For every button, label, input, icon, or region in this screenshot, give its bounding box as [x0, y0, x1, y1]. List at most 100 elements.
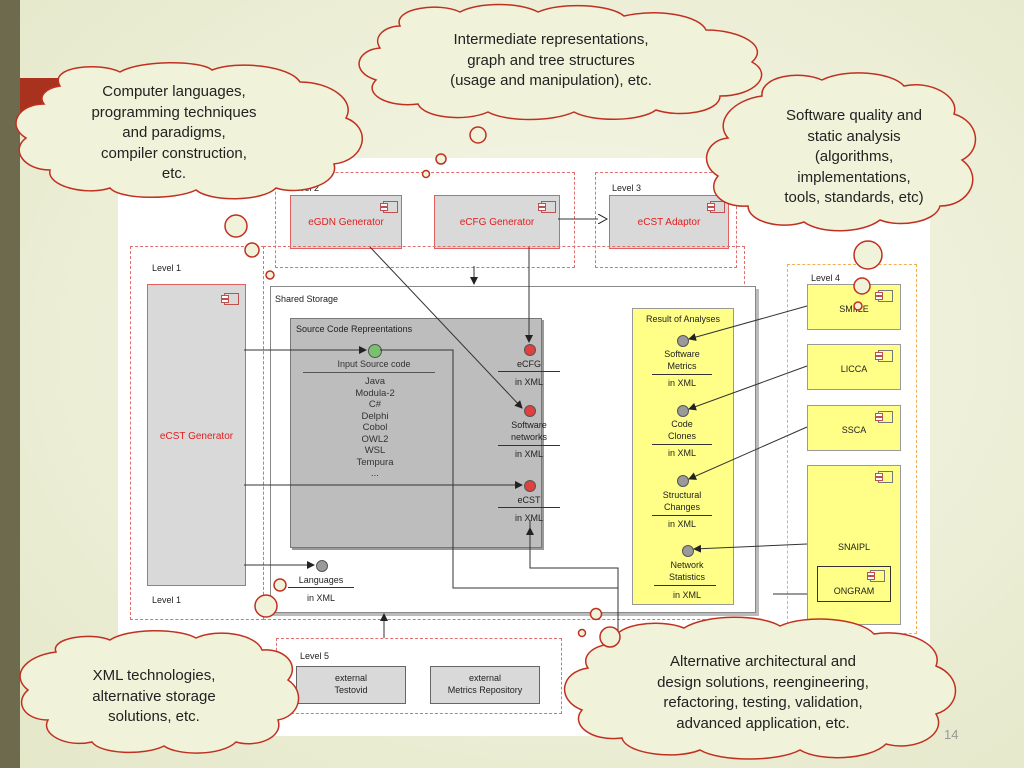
ecfg-node — [524, 344, 536, 356]
level1-bottom-label: Level 1 — [152, 595, 182, 605]
result-item-line2: Changes — [663, 502, 701, 512]
component-icon — [875, 290, 893, 302]
component-icon — [707, 201, 725, 213]
code-clones-node — [677, 405, 689, 417]
page-number: 14 — [944, 727, 959, 742]
input-source-label: Input Source code — [337, 359, 411, 369]
external-metrics-repo-line1: external — [468, 673, 502, 683]
cloud-line: implementations, — [797, 168, 911, 186]
cloud-line: Software quality and — [786, 107, 922, 124]
result-item-format: in XML — [667, 519, 696, 529]
cloud-line: etc. — [161, 165, 187, 182]
cloud-line: Computer languages, — [102, 83, 246, 100]
level5-label: Level 5 — [300, 651, 330, 661]
software-networks-name-line2: networks — [510, 432, 547, 442]
cloud-bubble — [589, 607, 603, 621]
software-networks-node — [524, 405, 536, 417]
cloud-line: and paradigms, — [122, 124, 226, 141]
software-metrics-node — [677, 335, 689, 347]
result-item-line1: Structural — [662, 490, 702, 500]
result-item-code-clones: Code Clones — [647, 418, 717, 442]
ecst-adaptor-label: eCST Adaptor — [637, 217, 701, 228]
cloud-shape-bottom-left — [19, 630, 300, 754]
language-item: WSL — [364, 445, 386, 456]
result-item-line2: Clones — [667, 431, 696, 441]
cloud-bubble — [244, 242, 260, 258]
licca-box: LICCA — [807, 344, 901, 390]
ongram-box: ONGRAM — [817, 566, 891, 602]
ecfg-name: eCFG — [516, 359, 541, 369]
cloud-line: static analysis — [807, 127, 901, 145]
result-item-format: in XML — [672, 590, 701, 600]
structural-changes-node — [677, 475, 689, 487]
level3-label: Level 3 — [612, 183, 642, 193]
cloud-line: tools, standards, etc) — [784, 189, 924, 206]
result-item-structural-changes: Structural Changes — [647, 489, 717, 513]
component-icon — [538, 201, 556, 213]
cloud-shape-bottom-right — [564, 616, 957, 760]
languages-name: Languages — [298, 575, 344, 585]
cloud-line: design solutions, reengineering, — [657, 673, 869, 691]
cloud-text-right: Software quality and static analysis (al… — [744, 106, 964, 209]
result-item-line1: Software — [664, 349, 700, 359]
ecst-node — [524, 480, 536, 492]
result-item-format: in XML — [667, 448, 696, 458]
cloud-text-bottom-right: Alternative architectural and design sol… — [608, 652, 918, 734]
language-item: ... — [371, 468, 379, 479]
cloud-bubble — [265, 270, 275, 280]
languages-node — [316, 560, 328, 572]
cloud-bubble — [853, 240, 883, 270]
component-icon — [221, 293, 239, 305]
language-item: Cobol — [362, 422, 388, 433]
cloud-bubble — [599, 626, 621, 648]
left-accent-bar — [0, 0, 20, 768]
cloud-text-top-center: Intermediate representations, graph and … — [396, 30, 706, 92]
divider — [498, 371, 560, 372]
shared-storage-title: Shared Storage — [275, 294, 339, 304]
language-item: C# — [368, 399, 382, 410]
cloud-bubble — [273, 578, 287, 592]
ssca-label: SSCA — [841, 425, 867, 435]
component-icon — [867, 570, 885, 582]
divider — [652, 374, 712, 375]
divider — [652, 515, 712, 516]
external-testovid-line1: external — [334, 673, 368, 683]
cloud-line: (usage and manipulation), etc. — [450, 72, 652, 89]
language-item: Tempura — [356, 456, 394, 468]
ecfg-generator-label: eCFG Generator — [459, 217, 535, 228]
language-item: Delphi — [361, 410, 389, 422]
cloud-line: XML technologies, — [92, 667, 216, 684]
component-icon — [380, 201, 398, 213]
level3-region — [595, 172, 737, 268]
component-icon — [875, 350, 893, 362]
cloud-line: graph and tree structures — [467, 51, 635, 69]
cloud-line: (algorithms, — [814, 148, 894, 165]
result-item-line2: Metrics — [667, 361, 697, 371]
ecfg-generator-box: eCFG Generator — [434, 195, 560, 249]
component-icon — [875, 471, 893, 483]
ecst-name: eCST — [517, 495, 541, 505]
languages-format: in XML — [306, 593, 335, 603]
snaipl-label: SNAIPL — [837, 542, 870, 552]
source-code-title: Source Code Repreentations — [296, 324, 413, 334]
language-list: Java Modula-2 C# Delphi Cobol OWL2 WSL T… — [323, 376, 427, 480]
language-item: OWL2 — [361, 433, 389, 445]
cloud-bubble — [469, 126, 487, 144]
divider — [498, 507, 560, 508]
divider — [303, 372, 435, 373]
cloud-text-top-left: Computer languages, programming techniqu… — [46, 82, 302, 185]
cloud-bubble — [853, 301, 863, 311]
cloud-shape-right — [705, 72, 977, 232]
language-item: Modula-2 — [355, 387, 395, 399]
external-metrics-repo-label: external Metrics Repository — [431, 672, 539, 696]
ecfg-format: in XML — [514, 377, 543, 387]
software-networks-format: in XML — [514, 449, 543, 459]
result-item-line2: Statistics — [668, 572, 705, 582]
cloud-bubble — [224, 214, 248, 238]
ongram-label: ONGRAM — [833, 586, 875, 596]
divider — [498, 445, 560, 446]
cloud-bubble — [254, 594, 278, 618]
level1-top-label: Level 1 — [152, 263, 182, 273]
external-metrics-repo-box: external Metrics Repository — [430, 666, 540, 704]
